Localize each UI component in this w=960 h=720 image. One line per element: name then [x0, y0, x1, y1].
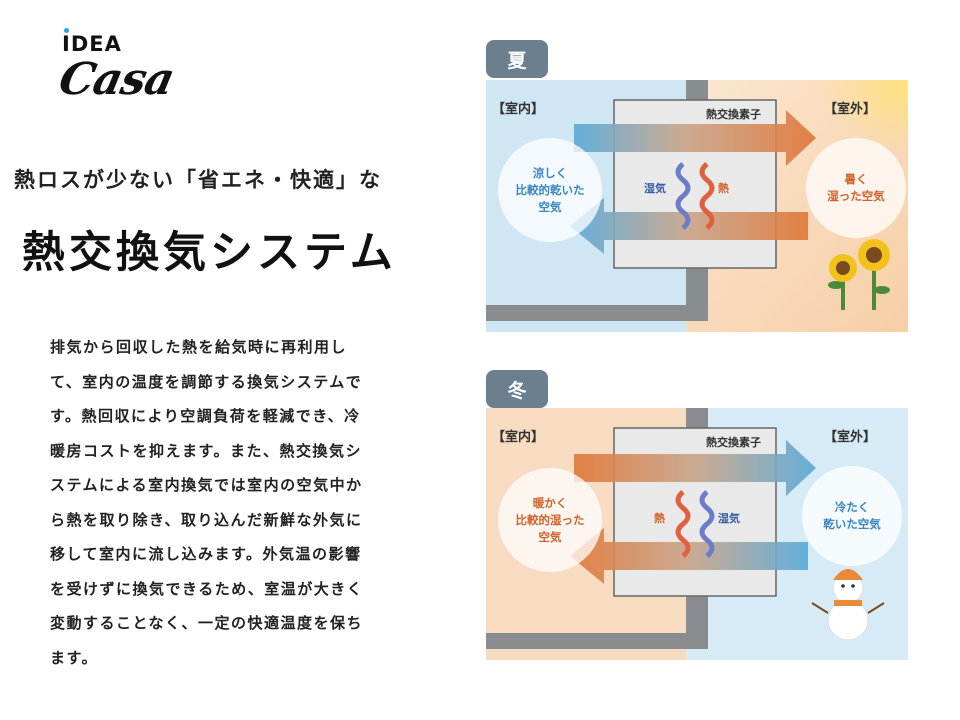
summer-right-bubble-line: 湿った空気	[827, 189, 885, 203]
description-line: 暖房コストを抑えます。また、熱交換気シ	[50, 441, 363, 460]
winter-left-bubble-line: 空気	[538, 529, 562, 544]
summer-outdoor-label: 【室外】	[824, 102, 877, 117]
winter-indoor-label: 【室内】	[492, 430, 545, 445]
winter-left-bubble-line: 比較的湿った	[515, 512, 585, 527]
summer-season-tag: 夏	[486, 40, 548, 78]
snowman-icon	[811, 569, 885, 641]
summer-heat-label: 熱	[718, 182, 729, 195]
winter-outdoor-bubble: 冷たく 乾いた空気	[802, 466, 902, 566]
subtitle: 熱ロスが少ない「省エネ・快適」な	[14, 168, 382, 192]
summer-outdoor-bubble: 暑く 湿った空気	[806, 138, 906, 238]
summer-diagram-graphic	[486, 80, 908, 332]
summer-humidity-coil	[675, 162, 691, 230]
winter-indoor-bubble: 暖かく 比較的湿った 空気	[498, 468, 602, 572]
winter-diagram: 【室内】 【室外】 熱交換素子 暖かく 比較的湿った 空気 冷たく 乾いた空気 …	[486, 408, 908, 660]
winter-heat-coil	[675, 490, 691, 558]
winter-humidity-coil	[699, 490, 715, 558]
winter-left-bubble-line: 暖かく	[532, 495, 568, 510]
description-line: ます。	[50, 648, 99, 667]
summer-humidity-label: 湿気	[644, 182, 666, 195]
description-line: 移して室内に流し込みます。外気温の影響	[50, 545, 362, 563]
description: 排気から回収した熱を給気時に再利用し て、室内の温度を調節する換気システムで す…	[50, 330, 420, 675]
logo-casa-text: Casa	[54, 54, 179, 105]
summer-left-bubble-line: 涼しく	[532, 165, 568, 180]
summer-element-label: 熱交換素子	[706, 108, 761, 121]
description-line: 変動することなく、一定の快適温度を保ち	[50, 614, 364, 632]
summer-indoor-bubble: 涼しく 比較的乾いた 空気	[498, 138, 602, 242]
winter-element-label: 熱交換素子	[706, 436, 761, 449]
summer-diagram: 【室内】 【室外】 熱交換素子 涼しく 比較的乾いた 空気 暑く 湿った空気 湿…	[486, 80, 908, 332]
winter-humidity-label: 湿気	[718, 512, 740, 525]
description-line: を受けずに換気できるため、室温が大きく	[50, 579, 364, 598]
summer-heat-coil	[699, 162, 715, 230]
page-title: 熱交換気システム	[22, 228, 397, 278]
summer-supply-arrow	[574, 110, 816, 166]
winter-exhaust-arrow	[570, 528, 808, 584]
winter-heat-label: 熱	[654, 512, 665, 525]
summer-indoor-label: 【室内】	[492, 102, 545, 117]
winter-outdoor-label: 【室外】	[824, 430, 877, 445]
logo-dot	[64, 28, 69, 33]
winter-exchanger-box	[613, 427, 777, 597]
summer-left-bubble-line: 比較的乾いた	[515, 182, 585, 197]
winter-floor	[486, 633, 708, 649]
description-line: す。熱回収により空調負荷を軽減でき、冷	[50, 407, 361, 425]
sunflower-icon	[828, 239, 890, 310]
description-line: ら熱を取り除き、取り込んだ新鮮な外気に	[50, 510, 363, 529]
summer-exhaust-arrow	[570, 198, 808, 254]
summer-right-bubble-line: 暑く	[844, 172, 868, 186]
description-line: 排気から回収した熱を給気時に再利用し	[50, 338, 348, 356]
description-line: ステムによる室内換気では室内の空気中か	[50, 476, 363, 494]
winter-supply-arrow	[574, 440, 816, 496]
logo-idea-text: IDEA	[62, 32, 122, 56]
winter-season-tag: 冬	[486, 370, 548, 408]
winter-right-bubble-line: 乾いた空気	[823, 517, 881, 531]
idea-casa-logo: IDEA Casa	[55, 28, 190, 118]
summer-floor	[486, 305, 708, 321]
summer-left-bubble-line: 空気	[538, 199, 562, 214]
winter-right-bubble-line: 冷たく	[834, 500, 870, 514]
description-line: て、室内の温度を調節する換気システムで	[50, 372, 363, 391]
